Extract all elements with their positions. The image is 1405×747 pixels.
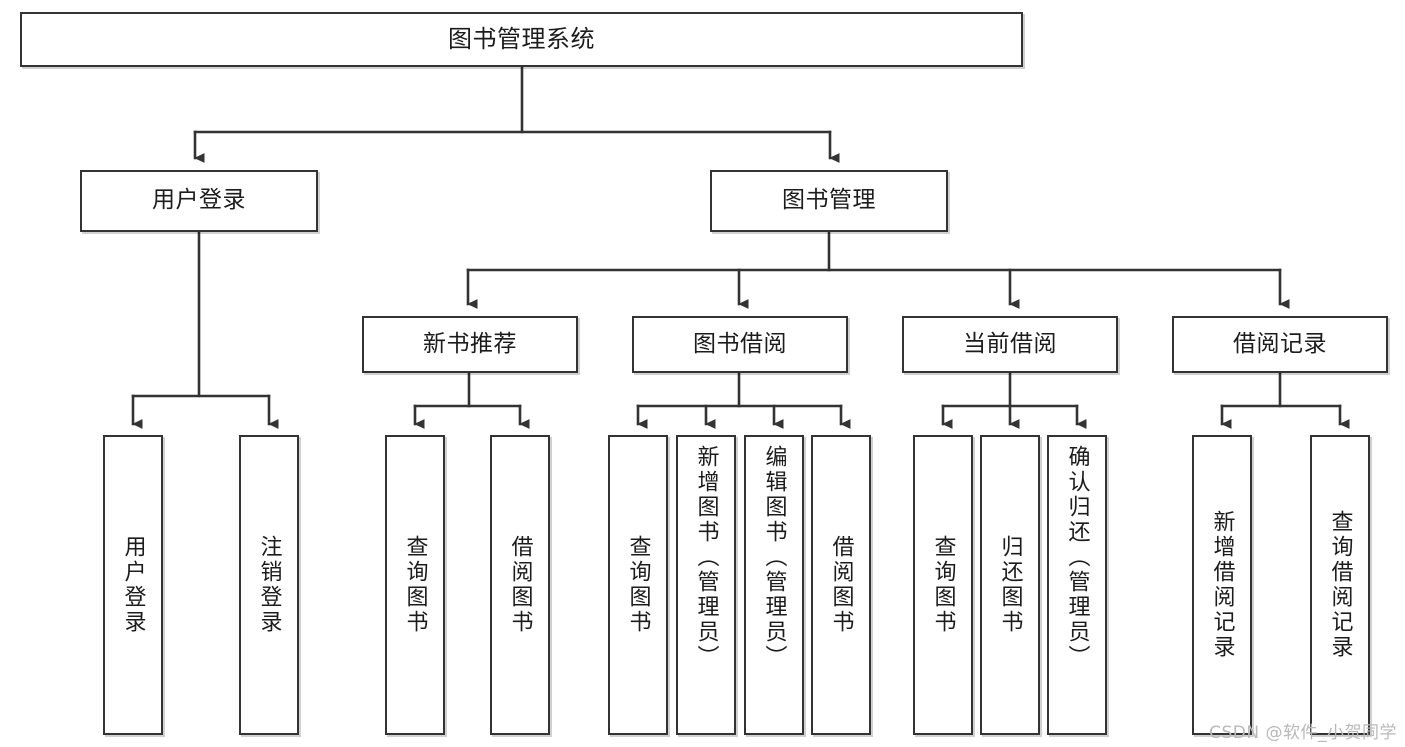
node-label: 当前借阅: [963, 330, 1057, 357]
node-label: 借阅图书: [507, 535, 533, 635]
leaf-query-borrow-record[interactable]: 查询借阅记录: [1310, 435, 1370, 735]
leaf-query-book-borrow[interactable]: 查询图书: [608, 435, 668, 735]
leaf-edit-book[interactable]: 编辑图书（管理员）: [744, 435, 804, 735]
node-label: 确认归还（管理员）: [1064, 445, 1090, 670]
node-label: 新增图书（管理员）: [693, 445, 719, 670]
node-label: 归还图书: [997, 535, 1023, 635]
node-label: 查询图书: [625, 535, 651, 635]
leaf-user-logout[interactable]: 注销登录: [239, 435, 299, 735]
node-current-borrow[interactable]: 当前借阅: [902, 316, 1118, 373]
node-borrow-record[interactable]: 借阅记录: [1172, 316, 1388, 373]
node-label: 查询借阅记录: [1327, 510, 1353, 660]
leaf-query-book-current[interactable]: 查询图书: [913, 435, 973, 735]
leaf-borrow-book-recommend[interactable]: 借阅图书: [490, 435, 550, 735]
node-book-manage[interactable]: 图书管理: [710, 170, 948, 232]
leaf-confirm-return[interactable]: 确认归还（管理员）: [1047, 435, 1107, 735]
leaf-user-login[interactable]: 用户登录: [103, 435, 163, 735]
node-label: 新增借阅记录: [1209, 510, 1235, 660]
leaf-borrow-book[interactable]: 借阅图书: [811, 435, 871, 735]
leaf-add-borrow-record[interactable]: 新增借阅记录: [1192, 435, 1252, 735]
leaf-add-book[interactable]: 新增图书（管理员）: [676, 435, 736, 735]
node-label: 图书管理: [782, 187, 876, 214]
node-label: 图书借阅: [693, 330, 787, 357]
node-label: 图书管理系统: [448, 25, 595, 54]
node-label: 新书推荐: [423, 330, 517, 357]
node-label: 注销登录: [256, 535, 282, 635]
node-user-login[interactable]: 用户登录: [80, 170, 318, 232]
csdn-watermark: CSDN @软件_小贺同学: [1209, 723, 1397, 743]
node-book-borrow[interactable]: 图书借阅: [632, 316, 848, 373]
node-new-book-recommend[interactable]: 新书推荐: [362, 316, 578, 373]
node-label: 用户登录: [152, 187, 246, 214]
leaf-query-book-recommend[interactable]: 查询图书: [385, 435, 445, 735]
node-label: 编辑图书（管理员）: [761, 445, 787, 670]
node-label: 借阅记录: [1233, 330, 1327, 357]
node-label: 用户登录: [120, 535, 146, 635]
node-label: 查询图书: [402, 535, 428, 635]
leaf-return-book[interactable]: 归还图书: [980, 435, 1040, 735]
node-label: 查询图书: [930, 535, 956, 635]
node-label: 借阅图书: [828, 535, 854, 635]
node-root-system[interactable]: 图书管理系统: [20, 12, 1023, 67]
